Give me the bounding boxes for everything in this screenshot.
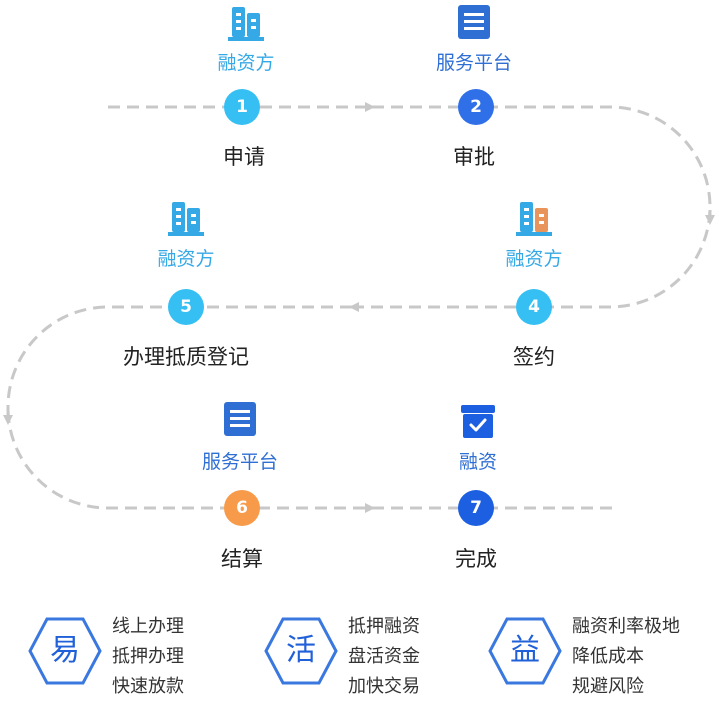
feature-line: 抵押融资 — [348, 616, 420, 637]
path-segment — [372, 105, 715, 225]
hexagon-icon — [264, 617, 338, 685]
list-icon — [454, 3, 494, 43]
step-number: 1 — [224, 89, 260, 125]
party-label: 服务平台 — [435, 52, 513, 74]
feature-line: 抵押办理 — [112, 646, 184, 667]
feature-line: 盘活资金 — [348, 646, 420, 667]
hexagon-icon — [488, 617, 562, 685]
path-segment — [3, 305, 352, 425]
feature-line: 规避风险 — [572, 676, 644, 697]
feature-lines: 融资利率极地 降低成本 规避风险 — [572, 612, 680, 702]
step-label: 申请 — [223, 145, 265, 169]
party-label: 融资方 — [505, 248, 563, 270]
step-label: 审批 — [453, 145, 495, 169]
feature-line: 线上办理 — [112, 616, 184, 637]
step-label: 签约 — [513, 345, 555, 369]
check-box-icon — [458, 402, 498, 442]
step-number: 5 — [168, 289, 204, 325]
feature-line: 加快交易 — [348, 676, 420, 697]
feature-char: 益 — [510, 633, 540, 668]
feature-line: 快速放款 — [112, 676, 184, 697]
party-label: 融资方 — [157, 248, 215, 270]
path-segment — [349, 206, 712, 312]
building-icon — [514, 198, 554, 238]
step-number: 2 — [458, 89, 494, 125]
feature-lines: 线上办理 抵押办理 快速放款 — [112, 612, 184, 702]
feature-lines: 抵押融资 盘活资金 加快交易 — [348, 612, 420, 702]
party-label: 融资方 — [217, 52, 275, 74]
building-icon — [166, 198, 206, 238]
feature-line: 降低成本 — [572, 646, 644, 667]
feature-line: 融资利率极地 — [572, 616, 680, 637]
feature-char: 易 — [50, 633, 80, 668]
flow-path — [3, 102, 715, 513]
step-number: 7 — [458, 490, 494, 526]
step-number: 4 — [516, 289, 552, 325]
hexagon-icon — [28, 617, 102, 685]
step-number: 6 — [224, 490, 260, 526]
step-label: 完成 — [455, 547, 497, 571]
path-segment — [6, 406, 375, 513]
list-icon — [220, 400, 260, 440]
party-label: 融资 — [458, 451, 498, 473]
party-label: 服务平台 — [201, 451, 279, 473]
step-label: 结算 — [221, 547, 263, 571]
building-icon — [226, 3, 266, 43]
feature-char: 活 — [286, 633, 316, 668]
step-label: 办理抵质登记 — [123, 345, 249, 369]
